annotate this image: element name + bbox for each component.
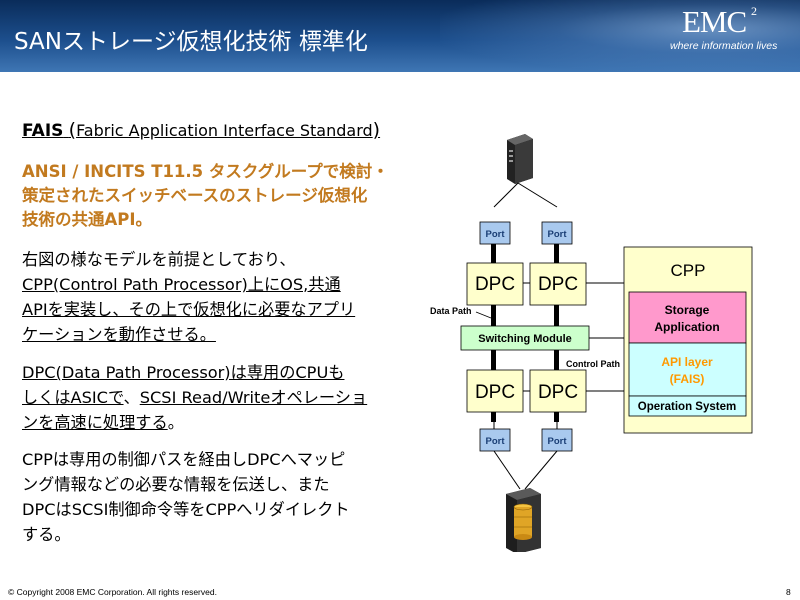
port-top-left [479, 221, 511, 245]
para1-line-4: ケーションを動作させる。 [22, 325, 216, 344]
dpc-top-right-label: DPC [538, 274, 578, 295]
dpc-top-right [529, 262, 587, 306]
server-links [493, 182, 558, 208]
port-bottom-left [479, 428, 511, 452]
switching-module [460, 325, 590, 351]
orange-line-2: 策定されたスイッチベースのストレージ仮想化 [22, 186, 368, 205]
storage-links [493, 450, 558, 490]
dpc-top-left-label: DPC [475, 274, 515, 295]
para1-line-2: CPP(Control Path Processor)上にOS,共通 [22, 275, 341, 294]
control-path-lines [523, 282, 624, 392]
switching-module-label: Switching Module [478, 333, 572, 345]
port-top-left-label: Port [486, 229, 506, 240]
para1-line-3: APIを実装し、その上で仮想化に必要なアプリ [22, 300, 356, 319]
para3-line-1: CPPは専用の制御パスを経由しDPCへマッピ [22, 450, 346, 469]
storage-application-box [628, 291, 747, 344]
fais-close-paren: ) [372, 119, 381, 141]
fais-heading: FAIS (Fabric Application Interface Stand… [22, 119, 380, 141]
emc-logo-tagline: where information lives [670, 40, 778, 52]
para2-line-2b: 、 [123, 388, 140, 407]
para3-line-2: ング情報などの必要な情報を伝送し、また [22, 475, 330, 494]
server-icon [507, 134, 533, 184]
para1-line-1: 右図の様なモデルを前提としており、 [22, 250, 296, 269]
control-path-label: Control Path [566, 359, 620, 369]
fais-abbr: FAIS [22, 121, 64, 141]
port-bottom-left-label: Port [486, 436, 506, 447]
dpc-bottom-right-label: DPC [538, 382, 578, 403]
para3-line-3: DPCはSCSI制御命令等をCPPへリダイレクト [22, 500, 350, 519]
api-layer-line-1: API layer [661, 355, 713, 369]
dpc-bottom-left-label: DPC [475, 382, 515, 403]
slide-title: SANストレージ仮想化技術 標準化 [14, 29, 368, 55]
emc-logo: EMC [682, 4, 747, 39]
dpc-bottom-right [529, 369, 587, 413]
header-glow [440, 0, 800, 72]
para2-line-2a: しくはASICで [22, 388, 124, 407]
para2-line-3b: 。 [167, 413, 184, 432]
fais-architecture-diagram: Port Port DPC DPC Data Path Switching Mo… [430, 134, 753, 552]
api-layer-box [628, 342, 747, 397]
slide-header: SANストレージ仮想化技術 標準化 EMC 2 where informatio… [0, 0, 800, 72]
para2-line-3a: ンを高速に処理する [22, 413, 168, 432]
footer-copyright: © Copyright 2008 EMC Corporation. All ri… [8, 587, 217, 597]
storage-array-icon [506, 488, 541, 552]
storage-application-line-1: Storage [665, 303, 710, 317]
storage-application-line-2: Application [654, 320, 719, 334]
para2-line-2c: SCSI Read/Writeオペレーショ [139, 388, 368, 407]
port-top-right-label: Port [548, 229, 568, 240]
port-bottom-right-label: Port [548, 436, 568, 447]
api-layer-line-2: (FAIS) [670, 372, 705, 386]
operation-system-label: Operation System [638, 401, 736, 413]
orange-line-1: ANSI / INCITS T11.5 タスクグループで検討・ [22, 162, 389, 181]
cpp-title: CPP [671, 261, 706, 280]
data-path-label: Data Path [430, 306, 472, 316]
para2-line-2: しくはASICで、SCSI Read/Writeオペレーショ [22, 384, 367, 408]
page-number: 8 [786, 587, 791, 597]
dpc-bottom-left [466, 369, 524, 413]
para2-line-1: DPC(Data Path Processor)は専用のCPUも [22, 363, 345, 382]
fais-full-name: Fabric Application Interface Standard [76, 121, 373, 140]
orange-line-3: 技術の共通API。 [22, 210, 153, 229]
dpc-top-left [466, 262, 524, 306]
operation-system-box [628, 395, 747, 417]
para3-line-4: する。 [22, 525, 71, 544]
fais-open-paren: ( [68, 119, 77, 141]
para2-line-3: ンを高速に処理する。 [22, 409, 184, 433]
emc-logo-superscript: 2 [751, 4, 757, 18]
